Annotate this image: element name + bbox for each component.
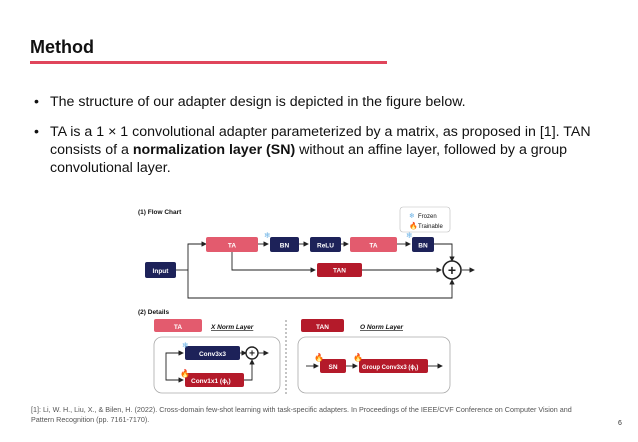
sum-node [245, 346, 259, 360]
details-title: (2) Details [138, 309, 169, 316]
conv1x1-node [185, 373, 244, 387]
snowflake-icon: ❄ [182, 341, 189, 350]
sn-label: SN [328, 364, 337, 371]
ta-node [206, 237, 258, 252]
snowflake-icon: ❄ [264, 231, 271, 240]
bullet-text-bold: normalization layer (SN) [132, 142, 296, 158]
connector [165, 362, 184, 383]
connector-to-ta [187, 241, 207, 270]
bn-label: BN [418, 243, 428, 250]
connector-skip [187, 270, 455, 299]
bn-label: BN [280, 243, 290, 250]
flame-icon: 🔥 [314, 352, 324, 362]
bullet-list: • The structure of our adapter design is… [34, 93, 624, 189]
sum-symbol: + [249, 349, 255, 360]
slide-title: Method [30, 37, 94, 57]
bn-node [412, 237, 434, 252]
legend-frozen-label: Frozen [418, 214, 437, 220]
input-label: Input [153, 268, 170, 275]
bullet-text-start: TA is a 1 × 1 convolutional adapter para… [50, 124, 591, 158]
sum-symbol: + [448, 262, 456, 278]
relu-label: ReLU [317, 243, 334, 250]
tan-label: TAN [333, 268, 346, 275]
connector-to-sum [434, 243, 455, 262]
reference-footnote: [1]: Li, W. H., Liu, X., & Bilen, H. (20… [31, 405, 572, 424]
page-number: 6 [618, 420, 622, 427]
snowflake-icon: ❄ [409, 212, 415, 220]
tan-tag [301, 319, 344, 332]
ta-tag-label: TA [174, 324, 182, 331]
ta-tag [154, 319, 202, 332]
group-conv-node [359, 359, 428, 373]
sum-node [442, 260, 462, 280]
bullet-text: The structure of our adapter design is d… [50, 94, 466, 110]
conv3x3-node [185, 346, 240, 360]
bullet-item: • The structure of our adapter design is… [34, 93, 624, 111]
bullet-dot: • [34, 124, 39, 140]
snowflake-icon: ❄ [406, 231, 413, 240]
connector [244, 359, 255, 381]
bullet-text-end: without an affine layer, followed by a g… [50, 142, 568, 176]
ta-label: TA [228, 243, 236, 250]
flame-icon: 🔥 [409, 221, 418, 230]
bullet-dot: • [34, 94, 39, 110]
legend-trainable-label: Trainable [418, 224, 443, 230]
group-conv-label: Group Conv3x3 (ϕt) [362, 365, 418, 372]
ta-node [350, 237, 397, 252]
input-node [145, 262, 176, 278]
ta-label: TA [369, 243, 377, 250]
flow-chart-title: (1) Flow Chart [138, 209, 182, 216]
conv1x1-label: Conv1x1 (ϕt) [191, 378, 231, 386]
x-norm-layer-label: X Norm Layer [210, 324, 254, 331]
relu-node [310, 237, 341, 252]
connector-to-tan [231, 252, 316, 273]
o-norm-layer-label: O Norm Layer [360, 324, 403, 331]
flame-icon: 🔥 [180, 368, 190, 378]
legend-box [399, 206, 451, 233]
tan-node [317, 263, 362, 277]
flame-icon: 🔥 [353, 352, 363, 362]
title-underline [30, 61, 387, 64]
connector [165, 350, 184, 362]
sn-node [320, 359, 346, 373]
tan-tag-label: TAN [316, 324, 329, 331]
bullet-item: • TA is a 1 × 1 convolutional adapter pa… [34, 123, 624, 177]
conv3x3-label: Conv3x3 [199, 351, 226, 358]
bn-node [270, 237, 299, 252]
